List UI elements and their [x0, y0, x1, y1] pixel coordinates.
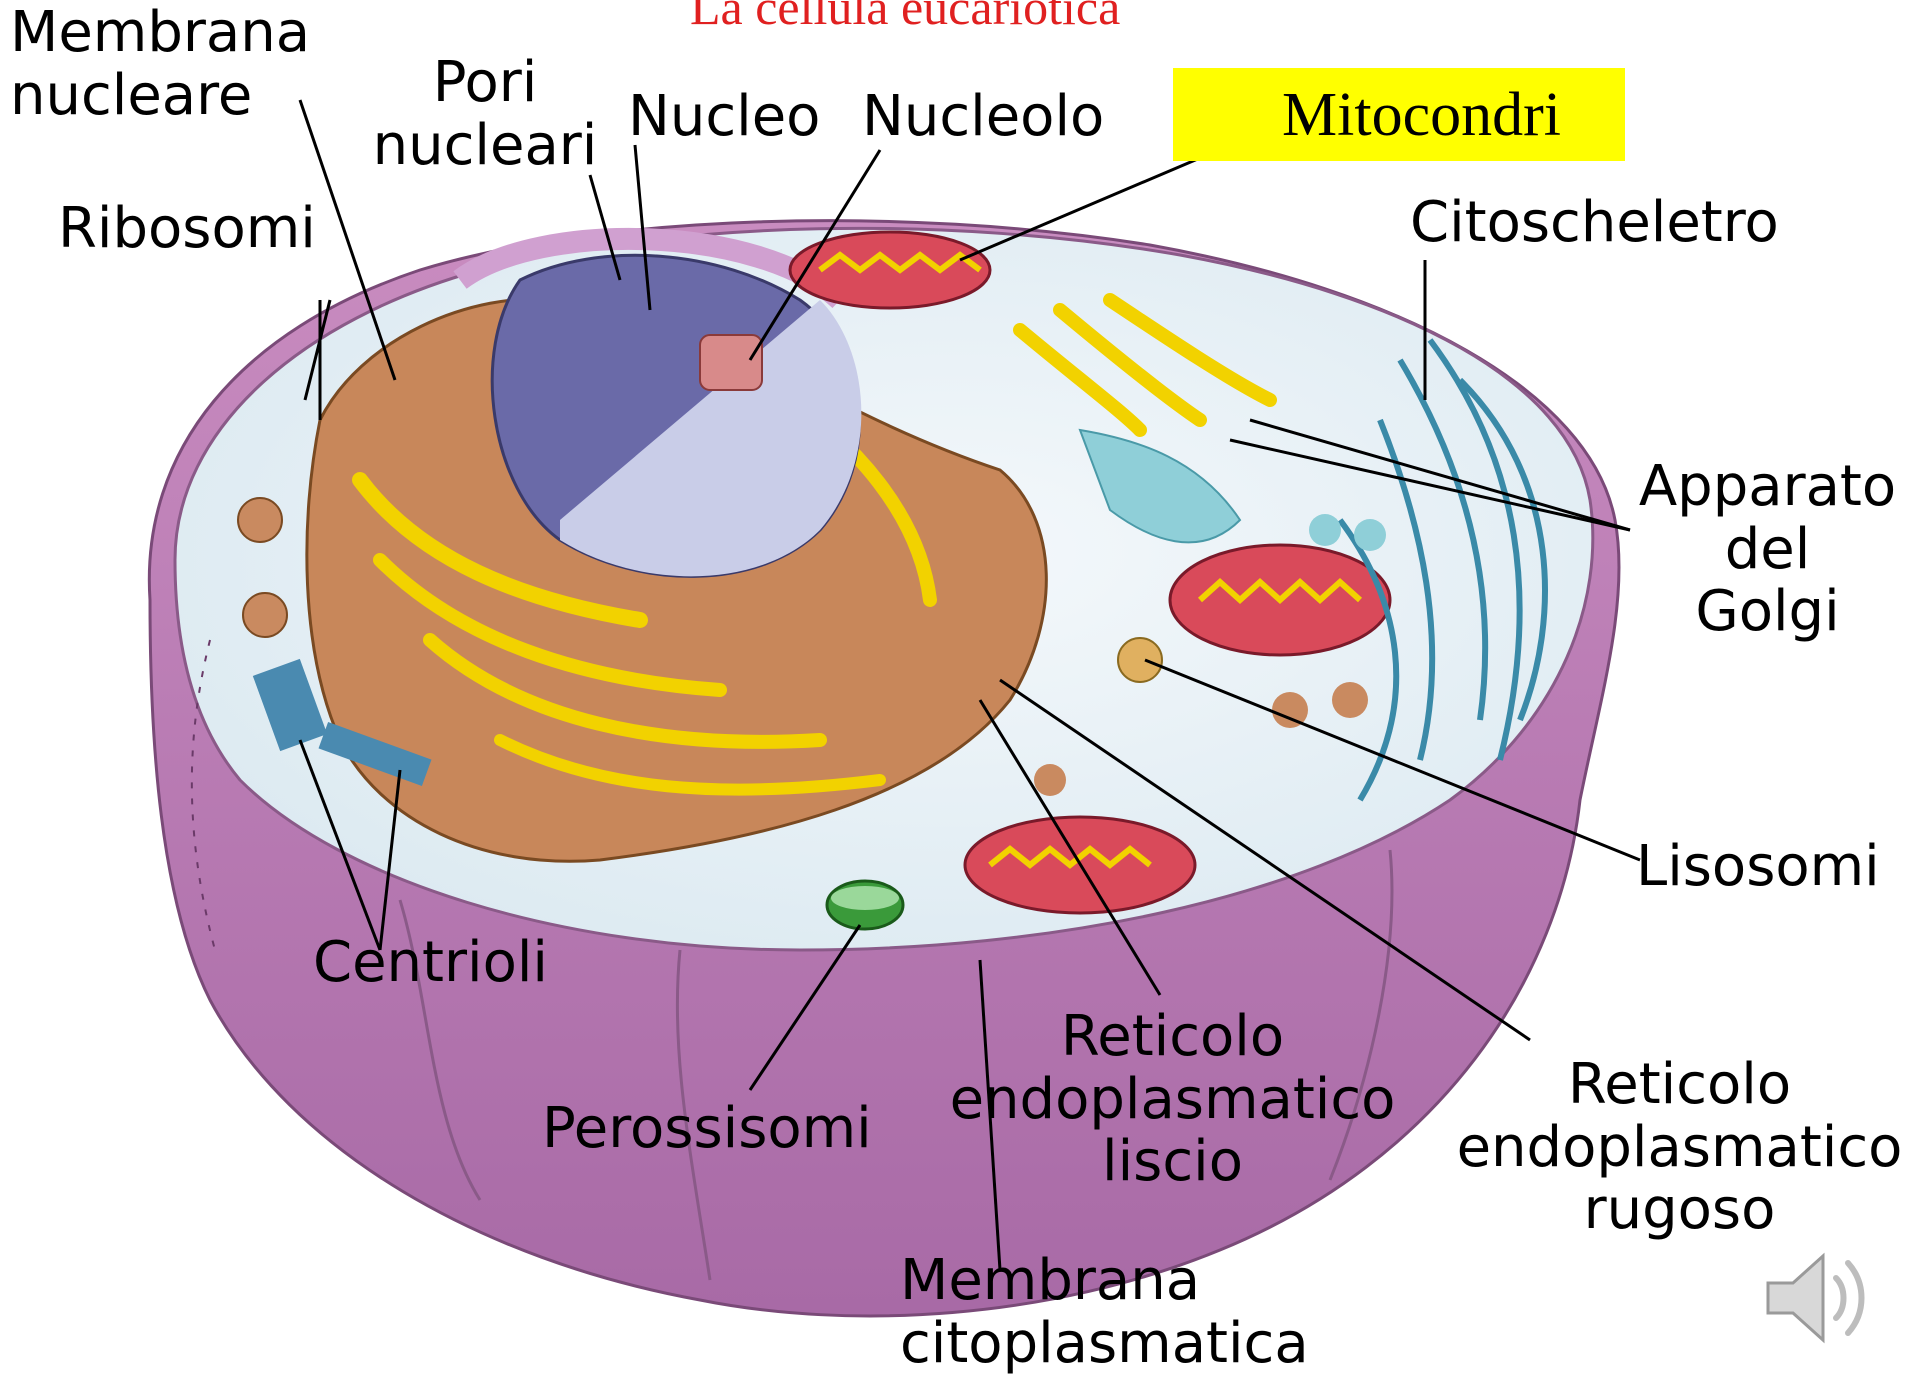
- speaker-icon[interactable]: [1748, 1238, 1878, 1358]
- label-citoscheletro: Citoscheletro: [1410, 192, 1779, 255]
- label-reticolo-rugoso: Reticolo endoplasmatico rugoso: [1452, 1054, 1907, 1242]
- label-nucleo: Nucleo: [628, 86, 820, 149]
- label-apparato-golgi: Apparato del Golgi: [1625, 456, 1910, 644]
- label-ribosomi: Ribosomi: [58, 198, 316, 261]
- lysosome: [1118, 638, 1162, 682]
- mitochondrion-top: [790, 232, 990, 308]
- label-reticolo-liscio: Reticolo endoplasmatico liscio: [945, 1006, 1400, 1194]
- label-centrioli: Centrioli: [313, 932, 548, 995]
- mitochondrion-right: [1170, 545, 1390, 655]
- nucleolus: [700, 335, 762, 390]
- page-title: La cellula eucariotica: [690, 0, 1120, 36]
- label-mitocondri: Mitocondri: [1282, 80, 1561, 151]
- label-nucleolo: Nucleolo: [862, 86, 1104, 149]
- label-membrana-nucleare: Membrana nucleare: [10, 2, 310, 127]
- peroxisome: [827, 881, 903, 929]
- label-pori-nucleari: Pori nucleari: [365, 52, 605, 177]
- label-membrana-citoplasmatica: Membrana citoplasmatica: [900, 1250, 1309, 1375]
- label-lisosomi: Lisosomi: [1636, 836, 1880, 899]
- label-perossisomi: Perossisomi: [542, 1098, 872, 1161]
